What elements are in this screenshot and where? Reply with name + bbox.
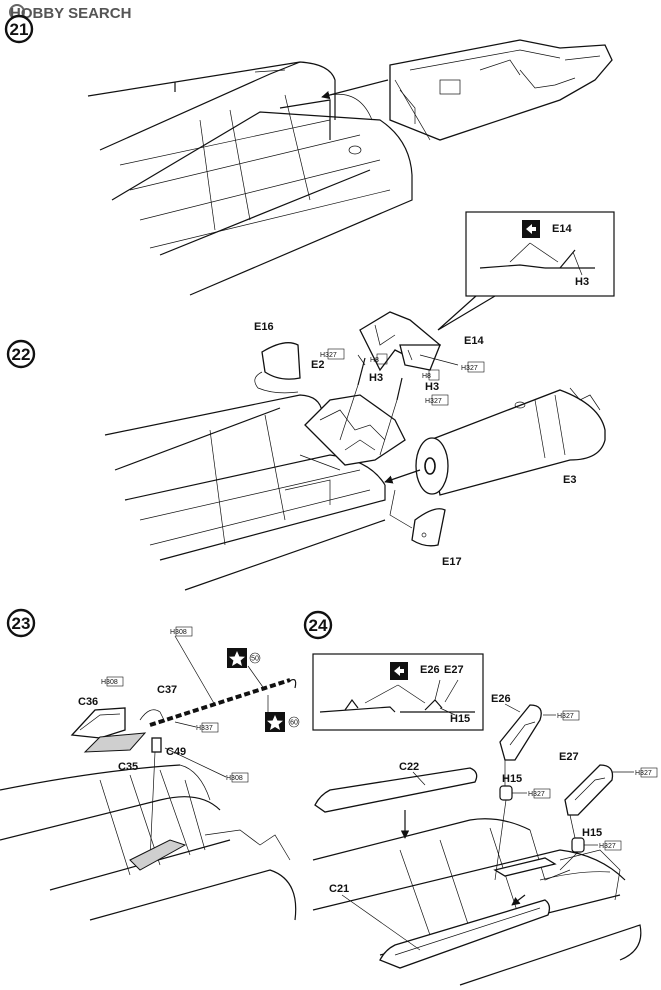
step-24-inset: E26 E27 H15	[312, 653, 484, 731]
part-e14	[359, 311, 442, 372]
paint-code: H327	[320, 352, 337, 359]
part-e2	[304, 394, 406, 466]
exhaust-part-21	[389, 39, 613, 141]
decal-number: 50	[251, 656, 259, 663]
step-23-number: 23	[12, 614, 31, 633]
rod-h3-b	[396, 377, 403, 401]
label-24-e27: E27	[559, 751, 579, 763]
part-c36	[70, 707, 126, 739]
fuselage-24	[312, 818, 642, 986]
part-h15-b	[571, 837, 585, 853]
label-22-h3-a: H3	[369, 372, 383, 384]
step-22-number: 22	[12, 345, 31, 364]
part-e16	[254, 342, 301, 394]
step-21-arrow	[321, 79, 389, 100]
part-c49	[151, 737, 162, 753]
step-21-badge: 21	[4, 14, 34, 44]
paint-code: H327	[557, 713, 574, 720]
label-22-h3-b: H3	[425, 381, 439, 393]
decal-star-50: 50	[227, 648, 261, 668]
label-22-e16: E16	[254, 321, 274, 333]
inset-24-label-h15: H15	[450, 713, 470, 725]
label-24-h15-a: H15	[502, 773, 522, 785]
label-23-c35: C35	[118, 761, 138, 773]
label-24-c22: C22	[399, 761, 419, 773]
paint-code: H8	[422, 373, 431, 380]
paint-22-a: H327	[320, 348, 345, 360]
label-22-e17: E17	[442, 556, 462, 568]
paint-22-b: H8	[370, 353, 388, 365]
paint-23-a: H308	[101, 676, 124, 687]
watermark-text: HOBBY SEARCH	[10, 5, 131, 22]
fuselage-23	[0, 764, 297, 921]
paint-22-d: H8	[422, 369, 440, 381]
step-22-badge: 22	[6, 339, 36, 369]
step-23: 23	[0, 608, 300, 921]
part-c21	[379, 899, 551, 969]
inset-22-label-e14: E14	[552, 223, 572, 235]
paint-code: H327	[635, 770, 652, 777]
step-22-inset: E14 H3	[437, 211, 615, 331]
step-21: 21	[4, 14, 613, 296]
paint-code: H308	[226, 775, 243, 782]
cement-glue-icon	[390, 662, 408, 680]
step-24: 24 E26 E27 H15	[303, 610, 658, 986]
label-24-h15-b: H15	[582, 827, 602, 839]
paint-code: H327	[599, 843, 616, 850]
decal-number: 60	[290, 720, 298, 727]
step-23-badge: 23	[6, 608, 36, 638]
label-22-e2: E2	[311, 359, 324, 371]
part-e27	[564, 764, 614, 816]
nozzle-e3	[415, 387, 606, 496]
label-23-c36: C36	[78, 696, 98, 708]
label-24-c21: C21	[329, 883, 349, 895]
paint-code: H327	[528, 791, 545, 798]
label-24-e26: E26	[491, 693, 511, 705]
paint-code: H8	[370, 357, 379, 364]
label-23-c49: C49	[166, 746, 186, 758]
part-c35	[83, 732, 147, 753]
paint-24-b: H327	[528, 788, 551, 799]
part-e26	[499, 704, 542, 761]
paint-23-c: H337	[196, 722, 219, 733]
part-c37	[149, 678, 297, 727]
paint-23-b: H308	[170, 626, 193, 637]
decal-star-60: 60	[265, 712, 300, 732]
label-23-c37: C37	[157, 684, 177, 696]
step-24-badge: 24	[303, 610, 333, 640]
label-22-e3: E3	[563, 474, 576, 486]
paint-code: H327	[425, 398, 442, 405]
paint-24-c: H327	[635, 767, 658, 778]
cement-glue-icon	[522, 220, 540, 238]
paint-22-c: H327	[461, 361, 485, 373]
part-h15-a	[499, 785, 513, 801]
step-24-number: 24	[309, 616, 328, 635]
label-22-e14: E14	[464, 335, 484, 347]
inset-24-label-e27: E27	[444, 664, 464, 676]
part-e17	[389, 489, 446, 547]
step-22: 22 E14 H3	[6, 211, 615, 591]
fuselage-rear-21	[87, 61, 413, 296]
paint-code: H337	[196, 725, 213, 732]
paint-22-e: H327	[425, 394, 449, 406]
inset-22-label-h3: H3	[575, 276, 589, 288]
paint-code: H308	[101, 679, 118, 686]
rod-h3-a	[357, 357, 366, 386]
paint-24-d: H327	[599, 840, 622, 851]
part-c22	[314, 767, 478, 813]
intake-plate-23	[129, 839, 187, 871]
inset-24-label-e26: E26	[420, 664, 440, 676]
step-21-number: 21	[10, 20, 29, 39]
paint-23-d: H308	[226, 772, 249, 783]
paint-24-a: H327	[557, 710, 580, 721]
paint-code: H327	[461, 365, 478, 372]
paint-code: H308	[170, 629, 187, 636]
